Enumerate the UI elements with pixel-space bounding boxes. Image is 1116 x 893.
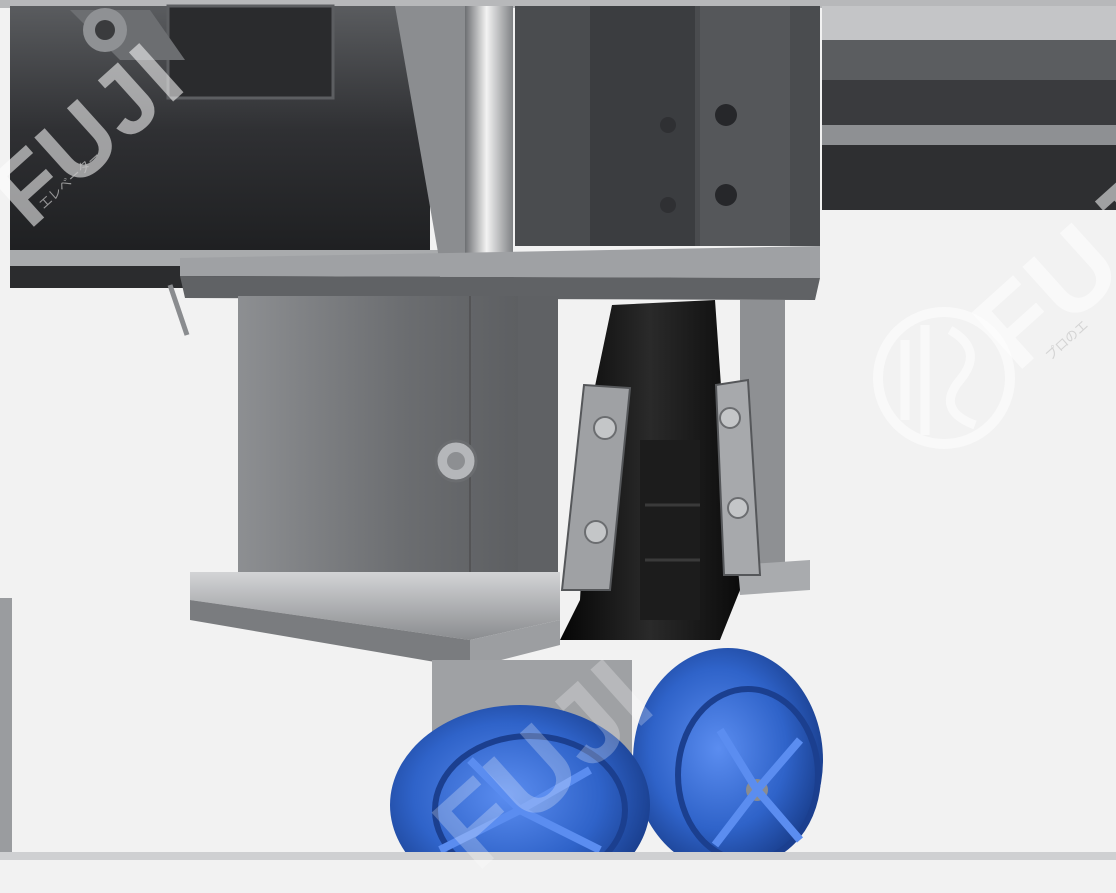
- upright-bracket: [515, 6, 820, 246]
- left-beam: [10, 4, 440, 336]
- right-beam: [822, 6, 1116, 210]
- product-photo: [0, 0, 1116, 860]
- steel-housing: [238, 296, 558, 640]
- mount-plates: [180, 246, 820, 300]
- base-plate: [190, 572, 560, 640]
- vertical-bar: [465, 6, 513, 264]
- clamp-plates: [560, 378, 762, 591]
- roller-wheel-rear: [633, 648, 823, 860]
- roller-wheel-front: [390, 705, 650, 860]
- brand-emblem-right: [873, 307, 1015, 449]
